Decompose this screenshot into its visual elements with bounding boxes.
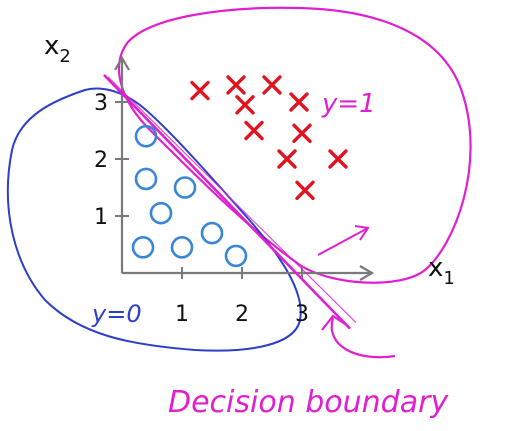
x-axis-subscript: 1 (443, 268, 454, 289)
circle-mark (173, 176, 197, 199)
x-mark (262, 75, 282, 95)
y-tick-label: 1 (94, 205, 108, 230)
y-axis-ticks: 1 2 3 (94, 91, 129, 230)
x-mark (226, 75, 246, 95)
positive-class-points (190, 75, 348, 201)
y-tick-label: 3 (94, 91, 108, 116)
decision-boundary-line (103, 73, 351, 330)
y-tick-label: 2 (94, 148, 108, 173)
x-axis-arrowhead (359, 265, 375, 281)
y-axis-subscript: 2 (59, 46, 70, 67)
x-mark (244, 120, 264, 141)
circle-mark (134, 124, 158, 148)
circle-mark (131, 236, 155, 259)
x-mark (295, 180, 315, 201)
x-axis-label: x1 (428, 253, 455, 289)
decision-boundary-label: Decision boundary (168, 385, 449, 420)
x-tick-label: 3 (295, 302, 309, 327)
negative-class-points (131, 124, 248, 268)
circle-mark (149, 201, 173, 225)
x-tick-label: 2 (235, 302, 249, 327)
circle-mark (170, 236, 194, 259)
region-arrow (317, 225, 370, 256)
circle-mark (224, 244, 248, 268)
decision-boundary-line-stroke (107, 76, 357, 324)
y-axis-arrowhead (114, 55, 130, 71)
axes-group: 1 2 3 1 2 3 (94, 55, 375, 327)
x-mark (289, 92, 309, 112)
x-mark (277, 149, 297, 169)
x-tick-label: 1 (175, 302, 189, 327)
x-mark (235, 95, 255, 115)
circle-mark (134, 167, 158, 191)
positive-class-label: y=1 (321, 89, 376, 119)
y-axis-label: x2 (44, 31, 71, 67)
negative-class-label: y=0 (91, 300, 142, 328)
x-mark (190, 80, 210, 101)
circle-mark (200, 221, 224, 245)
x-mark (292, 123, 312, 144)
x-mark (328, 149, 348, 169)
x-axis-ticks: 1 2 3 (175, 267, 309, 327)
boundary-pointer-arrow (321, 314, 396, 359)
positive-region-outline (117, 6, 472, 284)
negative-region-outline (6, 87, 302, 352)
